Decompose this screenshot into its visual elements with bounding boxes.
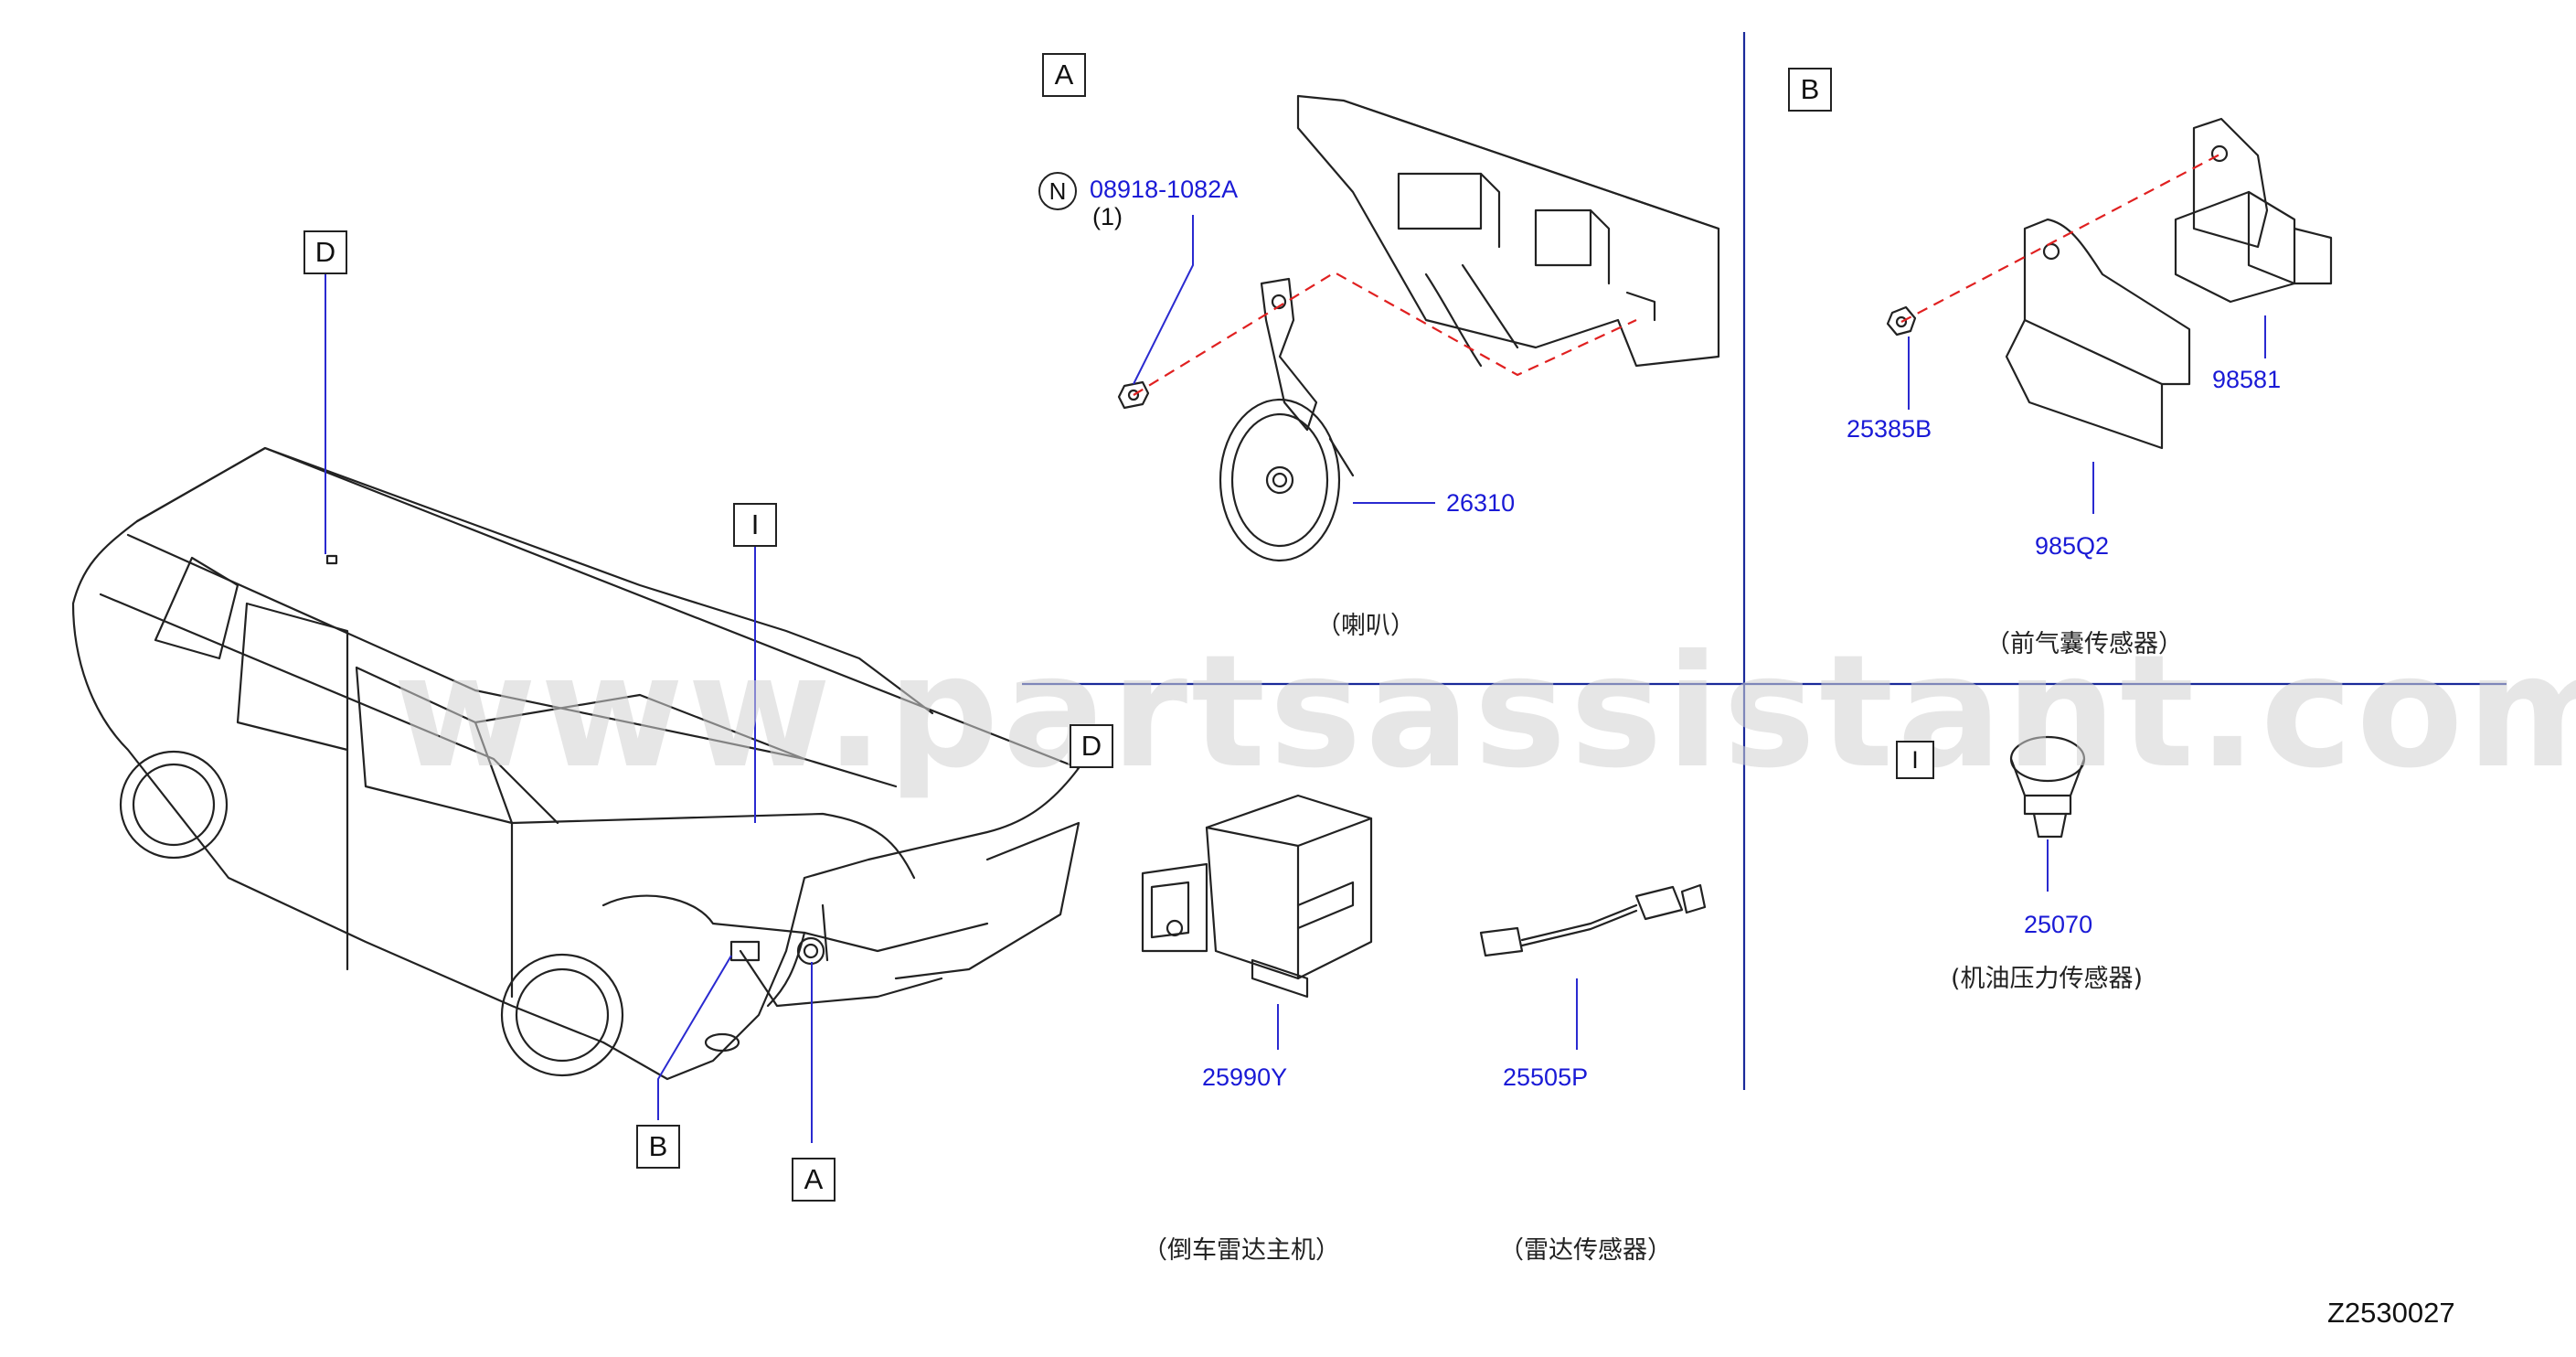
panel-d-label: D	[1070, 724, 1113, 768]
oil-pressure-switch-part-number[interactable]: 25070	[2024, 911, 2093, 938]
sonar-unit-part-number[interactable]: 25990Y	[1202, 1063, 1288, 1091]
panel-b-label: B	[1788, 68, 1832, 112]
bolt-quantity: (1)	[1092, 203, 1123, 230]
sonar-sensor	[1479, 883, 1707, 957]
diagram-code: Z2530027	[2327, 1297, 2455, 1329]
callout-box-i: I	[733, 503, 777, 547]
sonar-sensor-caption: （雷达传感器）	[1499, 1236, 1672, 1265]
vehicle-illustration	[71, 446, 1080, 1081]
callout-box-b: B	[636, 1125, 680, 1169]
note-n-symbol: N	[1038, 172, 1077, 210]
sonar-sensor-part-number[interactable]: 25505P	[1503, 1063, 1589, 1091]
bracket-part-number[interactable]: 985Q2	[2035, 532, 2110, 560]
panel-i-label: I	[1896, 741, 1934, 779]
horn-part-number[interactable]: 26310	[1446, 489, 1516, 517]
sonar-unit-caption: （倒车雷达主机）	[1143, 1236, 1340, 1265]
sonar-control-unit	[1141, 794, 1373, 999]
horn-assembly	[1117, 94, 1720, 562]
bolt-part-number[interactable]: 08918-1082A	[1090, 176, 1239, 203]
callout-box-a: A	[792, 1158, 836, 1202]
oil-pressure-switch-caption: (机油压力传感器)	[1951, 965, 2144, 993]
horn-caption: （喇叭）	[1316, 612, 1415, 640]
nut-part-number[interactable]: 25385B	[1847, 415, 1932, 443]
callout-box-d: D	[303, 230, 347, 274]
airbag-sensor-assembly	[1886, 117, 2333, 450]
airbag-sensor-caption: （前气囊传感器）	[1985, 630, 2183, 658]
panel-a-label: A	[1042, 53, 1086, 97]
oil-pressure-switch	[2009, 735, 2086, 839]
airbag-sensor-part-number[interactable]: 98581	[2212, 366, 2282, 393]
